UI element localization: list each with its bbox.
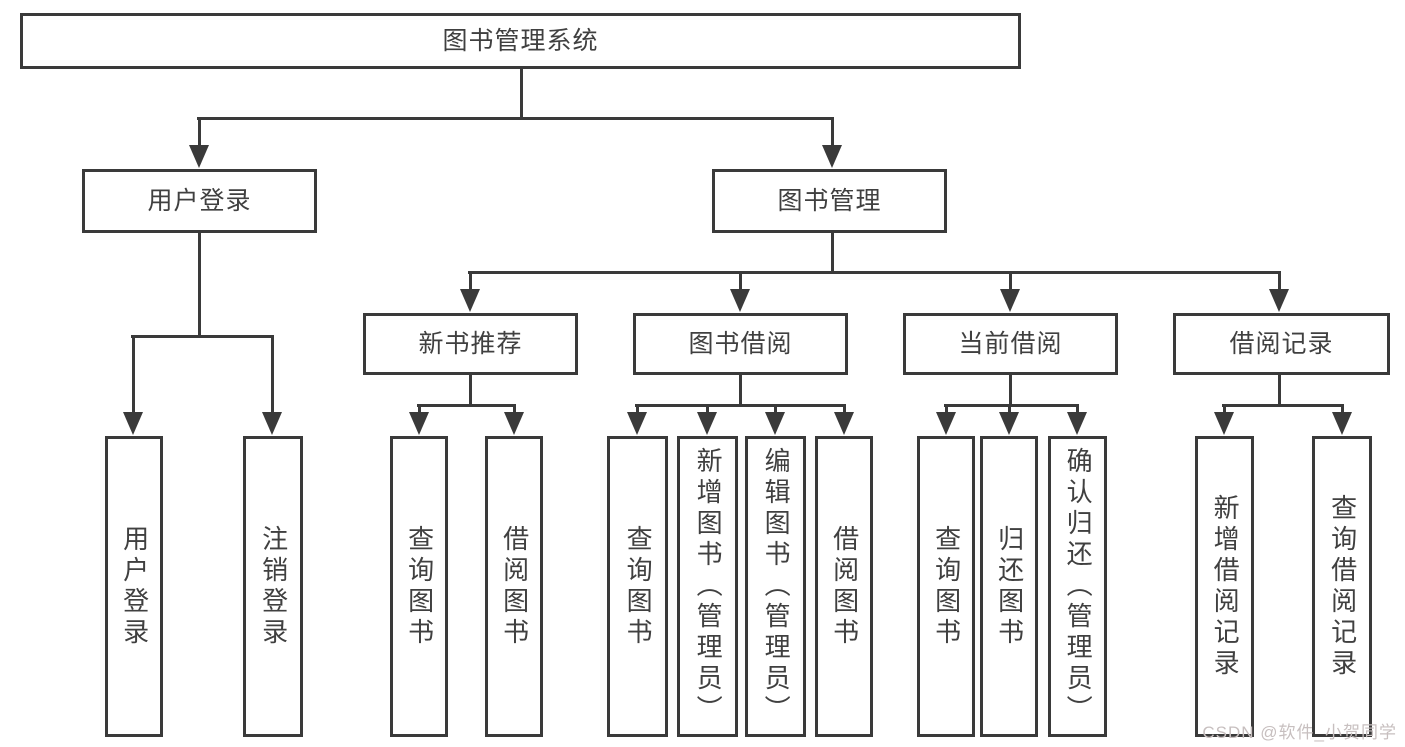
node-label-leaf-query-books-1: 查询图书	[404, 524, 435, 649]
arrowhead-down-icon	[765, 412, 785, 435]
arrow-stem	[944, 404, 948, 419]
node-label-leaf-confirm-return: 确认归还（管理员）	[1063, 447, 1094, 726]
connector-line	[1277, 375, 1281, 406]
node-label-user-login: 用户登录	[147, 187, 252, 215]
node-leaf-query-books-1: 查询图书	[390, 436, 448, 737]
arrow-stem	[1008, 271, 1012, 296]
arrow-stem	[1222, 404, 1226, 419]
arrowhead-down-icon	[936, 412, 956, 435]
node-label-book-borrowing: 图书借阅	[688, 330, 793, 358]
arrow-stem	[1340, 404, 1344, 419]
node-leaf-user-login: 用户登录	[105, 436, 163, 737]
arrowhead-down-icon	[627, 412, 647, 435]
node-leaf-borrow-books-1: 借阅图书	[485, 436, 543, 737]
node-leaf-query-borrow-record: 查询借阅记录	[1312, 436, 1372, 737]
connector-line	[131, 334, 274, 338]
node-leaf-query-books-3: 查询图书	[917, 436, 975, 737]
arrowhead-down-icon	[1000, 289, 1020, 312]
arrowhead-down-icon	[730, 289, 750, 312]
arrow-stem	[131, 335, 135, 419]
node-leaf-query-books-2: 查询图书	[607, 436, 668, 737]
node-label-leaf-logout: 注销登录	[258, 524, 289, 649]
node-label-book-management: 图书管理	[777, 187, 882, 215]
node-label-leaf-query-borrow-record: 查询借阅记录	[1327, 493, 1358, 680]
node-label-leaf-edit-books: 编辑图书（管理员）	[761, 447, 792, 726]
arrowhead-down-icon	[1269, 289, 1289, 312]
node-leaf-add-books: 新增图书（管理员）	[677, 436, 738, 737]
node-label-leaf-borrow-books-2: 借阅图书	[829, 524, 860, 649]
arrowhead-down-icon	[460, 289, 480, 312]
connector-line	[830, 233, 834, 273]
arrow-stem	[197, 117, 201, 152]
connector-line	[1008, 375, 1012, 406]
node-label-leaf-add-books: 新增图书（管理员）	[693, 447, 724, 726]
node-new-book-recommend: 新书推荐	[363, 313, 578, 375]
arrow-stem	[1007, 404, 1011, 419]
node-label-leaf-user-login: 用户登录	[119, 524, 150, 649]
node-leaf-confirm-return: 确认归还（管理员）	[1048, 436, 1107, 737]
arrow-stem	[270, 335, 274, 419]
arrowhead-down-icon	[262, 412, 282, 435]
arrowhead-down-icon	[697, 412, 717, 435]
arrowhead-down-icon	[1214, 412, 1234, 435]
node-leaf-return-books: 归还图书	[980, 436, 1038, 737]
connector-line	[468, 375, 472, 406]
node-borrowing-records: 借阅记录	[1173, 313, 1390, 375]
arrowhead-down-icon	[504, 412, 524, 435]
connector-line	[1222, 403, 1344, 407]
node-label-root: 图书管理系统	[442, 27, 599, 55]
arrow-stem	[842, 404, 846, 419]
node-leaf-add-borrow-record: 新增借阅记录	[1195, 436, 1254, 737]
node-root: 图书管理系统	[20, 13, 1021, 69]
arrow-stem	[1075, 404, 1079, 419]
node-book-management: 图书管理	[712, 169, 947, 233]
arrowhead-down-icon	[1332, 412, 1352, 435]
node-book-borrowing: 图书借阅	[633, 313, 848, 375]
connector-line	[197, 233, 201, 337]
arrowhead-down-icon	[834, 412, 854, 435]
arrow-stem	[635, 404, 639, 419]
connector-line	[519, 69, 523, 119]
arrowhead-down-icon	[123, 412, 143, 435]
arrowhead-down-icon	[822, 145, 842, 168]
arrowhead-down-icon	[999, 412, 1019, 435]
arrow-stem	[1277, 271, 1281, 296]
arrow-stem	[512, 404, 516, 419]
arrow-stem	[417, 404, 421, 419]
node-leaf-edit-books: 编辑图书（管理员）	[745, 436, 806, 737]
connector-line	[197, 116, 833, 120]
node-leaf-logout: 注销登录	[243, 436, 303, 737]
arrow-stem	[773, 404, 777, 419]
node-label-leaf-query-books-2: 查询图书	[623, 524, 654, 649]
arrow-stem	[468, 271, 472, 296]
node-label-leaf-return-books: 归还图书	[994, 524, 1025, 649]
connector-line	[468, 270, 1281, 274]
node-current-borrowing: 当前借阅	[903, 313, 1118, 375]
node-label-borrowing-records: 借阅记录	[1229, 330, 1334, 358]
node-label-leaf-borrow-books-1: 借阅图书	[499, 524, 530, 649]
node-label-leaf-query-books-3: 查询图书	[931, 524, 962, 649]
arrow-stem	[705, 404, 709, 419]
node-label-new-book-recommend: 新书推荐	[418, 330, 523, 358]
node-label-leaf-add-borrow-record: 新增借阅记录	[1210, 493, 1241, 680]
node-leaf-borrow-books-2: 借阅图书	[815, 436, 873, 737]
connector-line	[738, 375, 742, 406]
node-user-login: 用户登录	[82, 169, 317, 233]
arrowhead-down-icon	[189, 145, 209, 168]
arrow-stem	[830, 117, 834, 152]
arrowhead-down-icon	[1067, 412, 1087, 435]
arrow-stem	[738, 271, 742, 296]
connector-line	[944, 403, 1079, 407]
node-label-current-borrowing: 当前借阅	[958, 330, 1063, 358]
arrowhead-down-icon	[409, 412, 429, 435]
connector-line	[417, 403, 516, 407]
watermark: CSDN @软件_小贺同学	[1202, 723, 1397, 742]
